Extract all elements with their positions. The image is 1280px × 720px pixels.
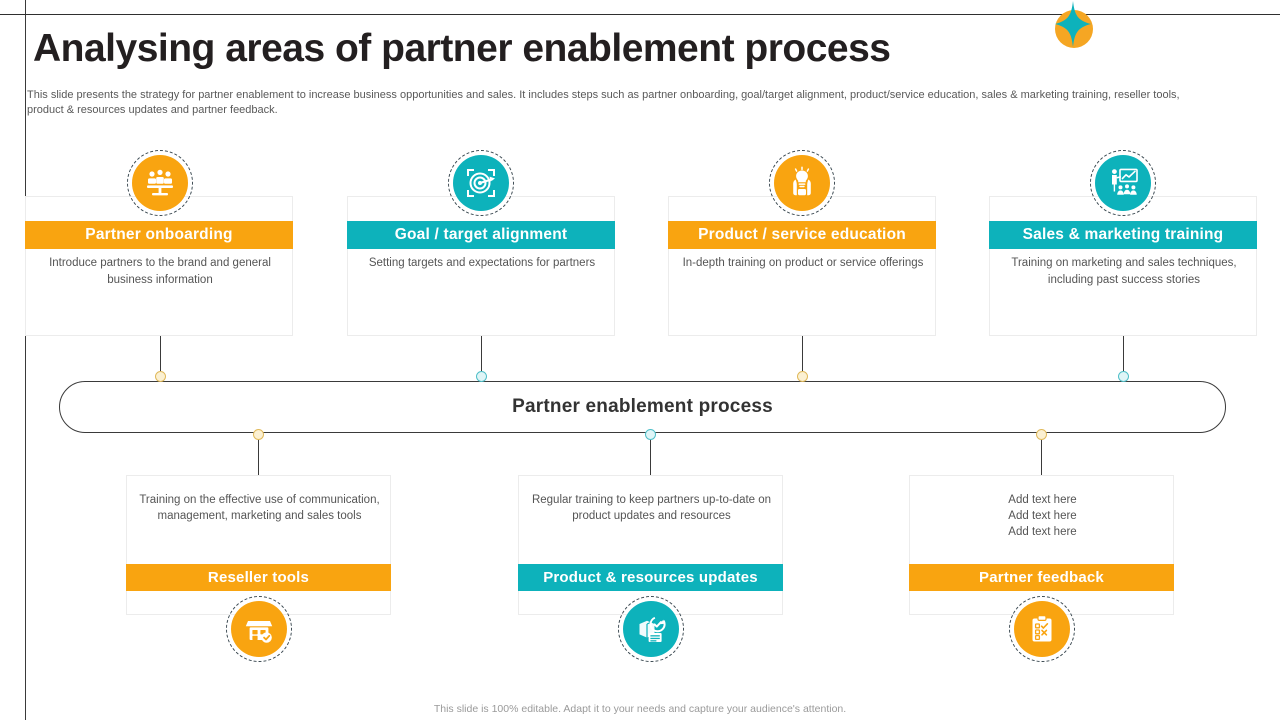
bottom-card-3-banner: Partner feedback: [909, 564, 1174, 591]
top-card-4-title: Sales & marketing training: [1022, 226, 1224, 243]
bottom-card-2-title: Product & resources updates: [543, 569, 758, 586]
icon-disc-4: [1095, 155, 1151, 211]
page-subtitle: This slide presents the strategy for par…: [27, 89, 1180, 116]
connector-dot-bottom-2: [645, 429, 656, 440]
bottom-card-1-body: Training on the effective use of communi…: [139, 494, 380, 522]
target-arrow-icon: [467, 169, 495, 197]
dashed-ring-3: [769, 150, 835, 216]
connector-dot-top-3: [797, 371, 808, 382]
icon-disc-7: [1014, 601, 1070, 657]
frame-vertical-line: [25, 0, 26, 720]
dashed-ring-1: [127, 150, 193, 216]
bottom-card-3[interactable]: Add text here Add text here Add text her…: [909, 475, 1174, 615]
top-card-4-banner: Sales & marketing training: [989, 221, 1257, 249]
bottom-icon-badge-3[interactable]: [1009, 596, 1075, 662]
top-card-1-banner: Partner onboarding: [25, 221, 293, 249]
top-card-4-body: Training on marketing and sales techniqu…: [1011, 257, 1237, 286]
bottom-card-2[interactable]: Regular training to keep partners up-to-…: [518, 475, 783, 615]
top-card-2-title: Goal / target alignment: [394, 226, 568, 243]
bottom-card-3-title: Partner feedback: [979, 569, 1104, 586]
top-card-4[interactable]: Sales & marketing training Training on m…: [989, 196, 1257, 336]
dashed-ring-5: [226, 596, 292, 662]
dashed-ring-2: [448, 150, 514, 216]
connector-dot-top-4: [1118, 371, 1129, 382]
sparkle-badge-decoration: [1047, 1, 1093, 49]
dashed-ring-4: [1090, 150, 1156, 216]
top-card-1[interactable]: Partner onboarding Introduce partners to…: [25, 196, 293, 336]
frame-horizontal-line: [0, 14, 1280, 15]
connector-dot-bottom-3: [1036, 429, 1047, 440]
shop-check-icon: [245, 621, 273, 643]
icon-disc-6: [623, 601, 679, 657]
hands-holding-idea-icon: [793, 166, 811, 196]
top-card-2-banner: Goal / target alignment: [347, 221, 615, 249]
icon-disc-3: [774, 155, 830, 211]
sparkle-icon: [1055, 1, 1091, 47]
connector-dot-top-2: [476, 371, 487, 382]
connector-line-bottom-3: [1041, 433, 1042, 479]
center-process-label: Partner enablement process: [512, 396, 773, 417]
icon-disc-2: [453, 155, 509, 211]
bottom-card-1-title: Reseller tools: [207, 569, 310, 586]
top-icon-badge-2[interactable]: [448, 150, 514, 216]
top-card-3-banner: Product / service education: [668, 221, 936, 249]
top-icon-badge-3[interactable]: [769, 150, 835, 216]
top-card-2-body: Setting targets and expectations for par…: [368, 257, 596, 269]
connector-line-bottom-1: [258, 433, 259, 479]
dashed-ring-6: [618, 596, 684, 662]
connector-line-top-2: [481, 336, 482, 382]
clipboard-checklist-icon: [1032, 614, 1052, 642]
center-process-pill[interactable]: Partner enablement process: [59, 381, 1226, 433]
top-card-3-title: Product / service education: [698, 226, 906, 243]
top-icon-badge-4[interactable]: [1090, 150, 1156, 216]
connector-dot-bottom-1: [253, 429, 264, 440]
top-card-3[interactable]: Product / service education In-depth tra…: [668, 196, 936, 336]
top-icon-badge-1[interactable]: [127, 150, 193, 216]
connector-line-top-1: [160, 336, 161, 382]
page-title: Analysing areas of partner enablement pr…: [33, 27, 891, 70]
package-update-check-icon: [639, 616, 666, 642]
icon-disc-1: [132, 155, 188, 211]
dashed-ring-7: [1009, 596, 1075, 662]
bottom-card-3-body: Add text here Add text here Add text her…: [1008, 494, 1077, 538]
top-card-3-body: In-depth training on product or service …: [682, 257, 924, 269]
bottom-icon-badge-2[interactable]: [618, 596, 684, 662]
top-card-2[interactable]: Goal / target alignment Setting targets …: [347, 196, 615, 336]
connector-line-bottom-2: [650, 433, 651, 479]
presenter-chart-audience-icon: [1112, 168, 1138, 195]
connector-dot-top-1: [155, 371, 166, 382]
slide-footer-note: This slide is 100% editable. Adapt it to…: [433, 703, 847, 715]
bottom-card-1[interactable]: Training on the effective use of communi…: [126, 475, 391, 615]
connector-line-top-3: [802, 336, 803, 382]
bottom-icon-badge-1[interactable]: [226, 596, 292, 662]
connector-line-top-4: [1123, 336, 1124, 382]
icon-disc-5: [231, 601, 287, 657]
bottom-card-2-banner: Product & resources updates: [518, 564, 783, 591]
bottom-card-2-body: Regular training to keep partners up-to-…: [531, 494, 772, 522]
top-card-1-title: Partner onboarding: [85, 226, 233, 243]
top-card-1-body: Introduce partners to the brand and gene…: [49, 257, 271, 286]
meeting-table-people-icon: [147, 169, 173, 196]
bottom-card-1-banner: Reseller tools: [126, 564, 391, 591]
